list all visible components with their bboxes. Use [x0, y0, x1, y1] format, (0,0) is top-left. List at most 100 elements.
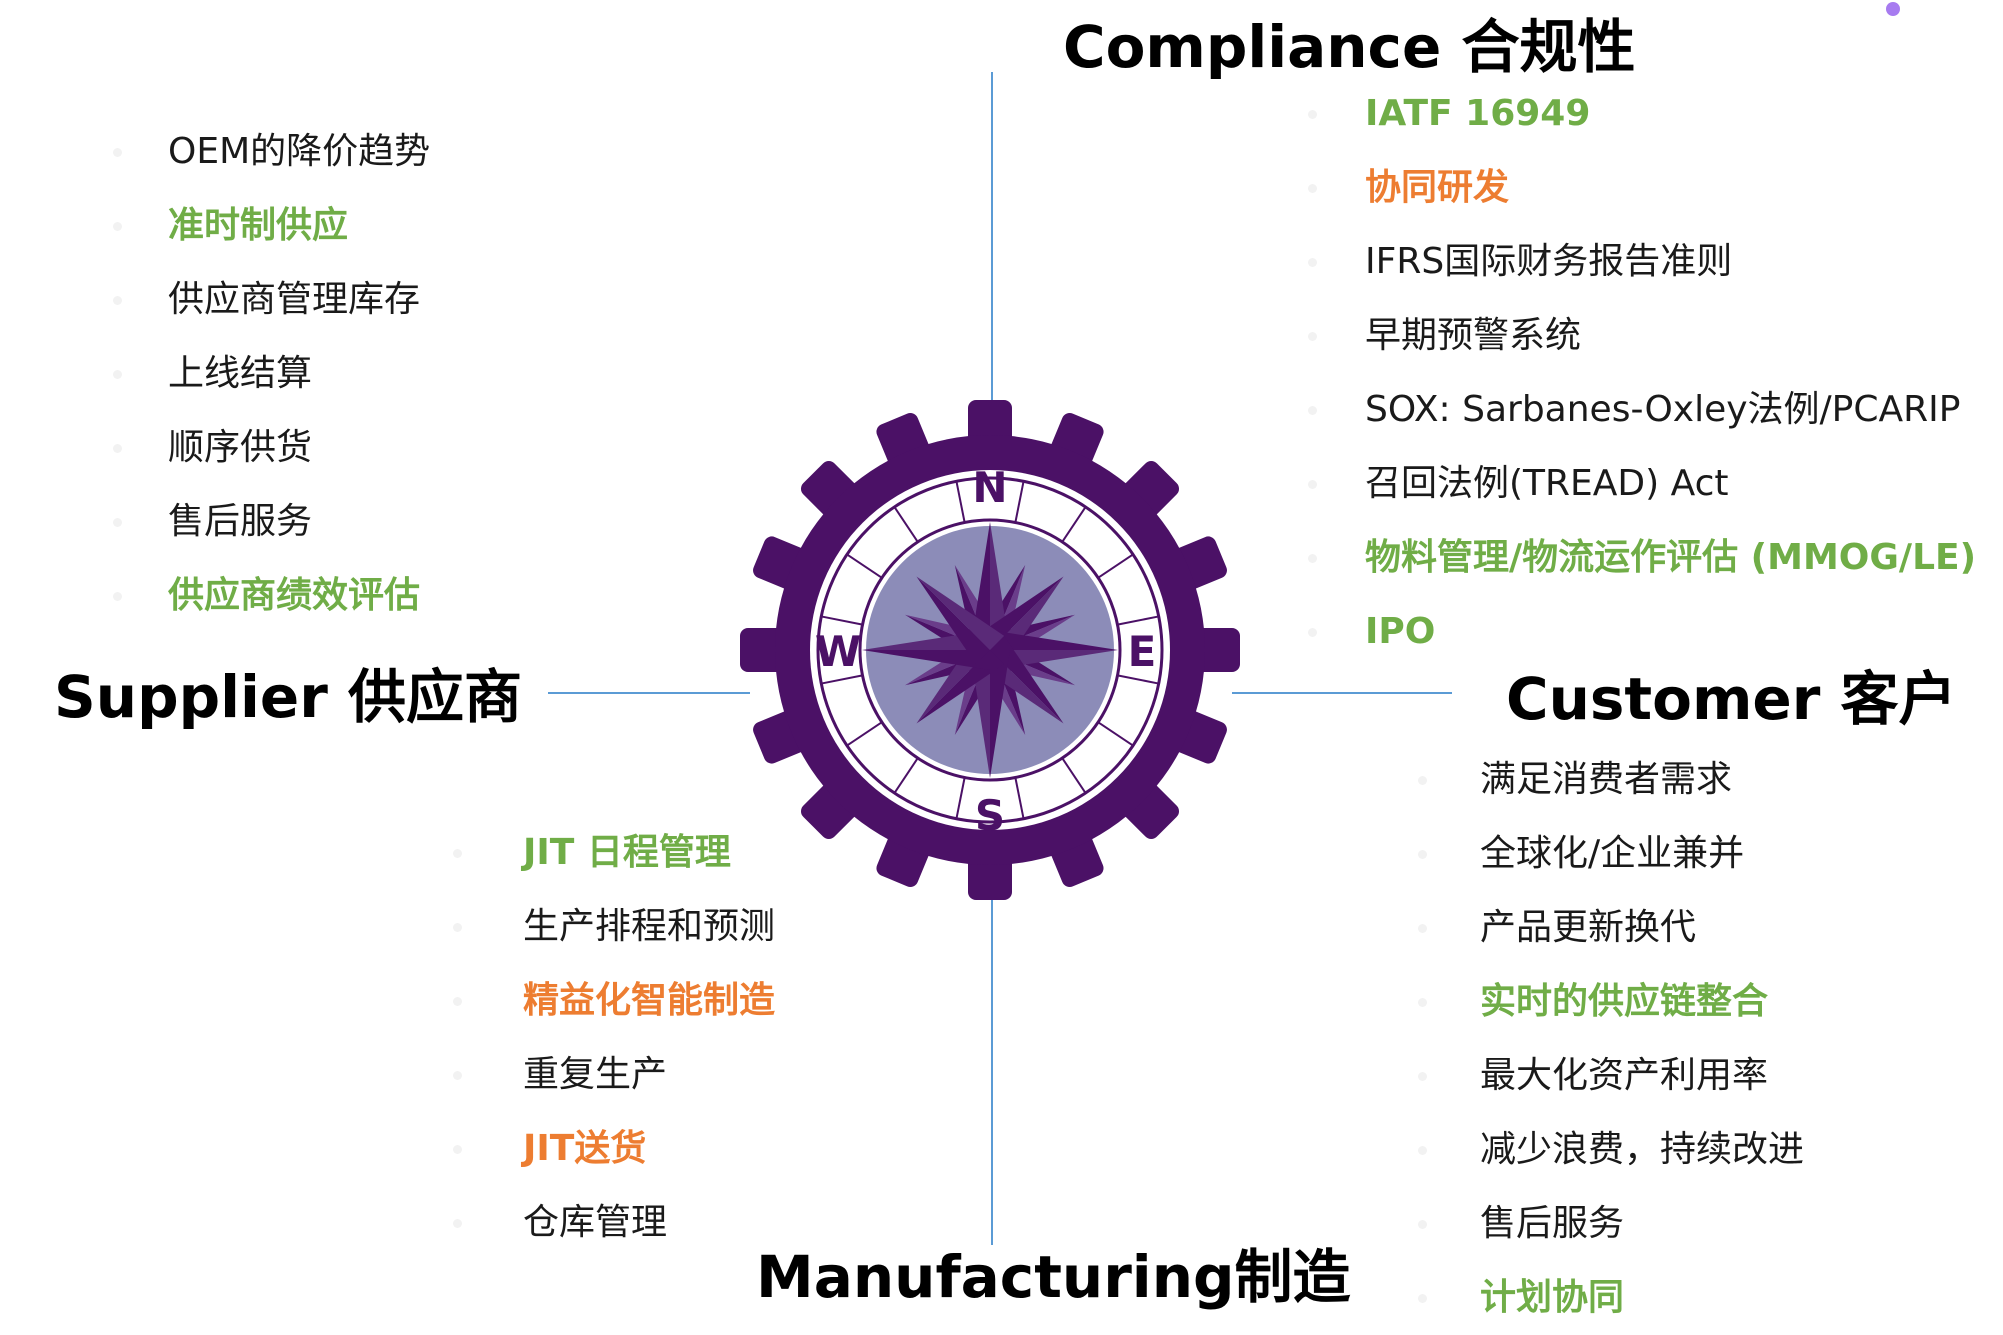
compass-outer-rim	[816, 476, 1164, 824]
list-item-text: 生产排程和预测	[523, 906, 776, 947]
manufacturing-list: JIT 日程管理生产排程和预测精益化智能制造重复生产 JIT送货仓库管理	[453, 816, 776, 1260]
rim-tick	[846, 553, 883, 579]
compass-inner-rim	[858, 518, 1122, 782]
list-item-text: 重复生产	[523, 1054, 668, 1095]
list-item-text: IATF 16949	[1365, 93, 1591, 134]
bullet-dot-icon	[453, 1145, 462, 1154]
rim-tick	[1061, 757, 1087, 794]
bullet-dot-icon	[113, 518, 122, 527]
list-item-text: 早期预警系统	[1365, 315, 1582, 356]
title-supplier: Supplier 供应商	[54, 663, 522, 731]
list-item-text: SOX: Sarbanes-Oxley法例/PCARIP	[1365, 389, 1961, 430]
bullet-dot-icon	[113, 444, 122, 453]
title-manufacturing: Manufacturing制造	[756, 1243, 1351, 1311]
rim-tick	[1097, 721, 1134, 747]
rim-tick	[1097, 553, 1134, 579]
list-item: 早期预警系统	[1308, 299, 1976, 373]
list-item: JIT 日程管理	[453, 816, 775, 890]
list-item-text: 顺序供货	[168, 427, 313, 468]
list-item-text: OEM的降价趋势	[168, 131, 431, 172]
list-item: 产品更新换代	[1418, 891, 1804, 965]
supplier-list: OEM的降价趋势准时制供应供应商管理库存上线结算顺序供货售后服务供应商绩效评估	[113, 115, 431, 633]
list-item-text: JIT送货	[523, 1128, 647, 1169]
list-item-text: IFRS国际财务报告准则	[1365, 241, 1733, 282]
list-item: 全球化/企业兼并	[1418, 817, 1804, 891]
bullet-dot-icon	[113, 296, 122, 305]
list-item: 上线结算	[113, 337, 430, 411]
rim-tick	[955, 481, 966, 523]
rim-tick	[1061, 506, 1087, 543]
list-item: OEM的降价趋势	[113, 115, 431, 189]
bullet-dot-icon	[1418, 924, 1427, 933]
bullet-dot-icon	[1418, 1220, 1427, 1229]
bullet-dot-icon	[1308, 258, 1317, 267]
list-item-text: JIT 日程管理	[523, 832, 731, 873]
list-item-text: 精益化智能制造	[523, 980, 776, 1021]
list-item-text: 召回法例(TREAD) Act	[1365, 463, 1729, 504]
rim-tick	[893, 757, 919, 794]
list-item: 供应商管理库存	[113, 263, 430, 337]
bullet-dot-icon	[1308, 628, 1317, 637]
bullet-dot-icon	[1308, 554, 1317, 563]
bullet-dot-icon	[453, 849, 462, 858]
list-item: 准时制供应	[113, 189, 430, 263]
list-item-text: 售后服务	[1480, 1203, 1625, 1244]
list-item: 售后服务	[1418, 1187, 1804, 1261]
list-item-text: 产品更新换代	[1480, 907, 1697, 948]
compass-letter-e: E	[1128, 627, 1157, 676]
list-item: 协同研发	[1308, 151, 1976, 225]
list-item-text: IPO	[1365, 611, 1436, 652]
title-customer: Customer 客户	[1506, 665, 1957, 733]
star-ray	[990, 630, 1118, 650]
bullet-dot-icon	[113, 222, 122, 231]
list-item: 售后服务	[113, 485, 430, 559]
list-item-text: 全球化/企业兼并	[1480, 833, 1745, 874]
list-item: 减少浪费，持续改进	[1418, 1113, 1804, 1187]
compass-letter-w: W	[815, 627, 861, 676]
list-item: IPO	[1308, 595, 1976, 669]
rim-tick	[1014, 481, 1025, 523]
title-compliance: Compliance 合规性	[1063, 13, 1636, 81]
list-item: 满足消费者需求	[1418, 743, 1804, 817]
bullet-dot-icon	[453, 923, 462, 932]
compass-gear-emblem: N S W E	[740, 400, 1240, 900]
bullet-dot-icon	[1418, 998, 1427, 1007]
list-item: SOX: Sarbanes-Oxley法例/PCARIP	[1308, 373, 1976, 447]
list-item: 重复生产	[453, 1038, 775, 1112]
list-item-text: 满足消费者需求	[1480, 759, 1733, 800]
list-item-text: 上线结算	[168, 353, 313, 394]
compass-letter-n: N	[972, 463, 1007, 512]
bullet-dot-icon	[1418, 1146, 1427, 1155]
bullet-dot-icon	[1308, 332, 1317, 341]
rim-tick	[1014, 777, 1025, 819]
bullet-dot-icon	[1308, 406, 1317, 415]
list-item-text: 准时制供应	[168, 205, 349, 246]
bullet-dot-icon	[453, 1219, 462, 1228]
bullet-dot-icon	[1418, 1072, 1427, 1081]
list-item-text: 计划协同	[1480, 1277, 1625, 1318]
list-item-text: 最大化资产利用率	[1480, 1055, 1769, 1096]
list-item: 物料管理/物流运作评估 (MMOG/LE)	[1308, 521, 1977, 595]
star-ray	[990, 650, 1010, 778]
compliance-list: IATF 16949 协同研发 IFRS国际财务报告准则早期预警系统 SOX: Sar…	[1308, 77, 1977, 669]
list-item-text: 物料管理/物流运作评估 (MMOG/LE)	[1365, 537, 1977, 578]
list-item-text: 售后服务	[168, 501, 313, 542]
compass-rim-ticks	[821, 481, 1159, 819]
accent-dot	[1886, 2, 1900, 16]
list-item: 顺序供货	[113, 411, 430, 485]
rim-tick	[821, 615, 863, 626]
bullet-dot-icon	[113, 148, 122, 157]
list-item: 仓库管理	[453, 1186, 775, 1260]
list-item: 供应商绩效评估	[113, 559, 430, 633]
list-item: 最大化资产利用率	[1418, 1039, 1804, 1113]
list-item-text: 协同研发	[1365, 167, 1510, 208]
list-item: 精益化智能制造	[453, 964, 776, 1038]
customer-list: 满足消费者需求全球化/企业兼并产品更新换代实时的供应链整合最大化资产利用率减少浪…	[1418, 743, 1804, 1335]
list-item: IATF 16949	[1308, 77, 1976, 151]
bullet-dot-icon	[453, 1071, 462, 1080]
list-item-text: 仓库管理	[523, 1202, 668, 1243]
bullet-dot-icon	[1418, 1294, 1427, 1303]
list-item: IFRS国际财务报告准则	[1308, 225, 1976, 299]
list-item: JIT送货	[453, 1112, 775, 1186]
